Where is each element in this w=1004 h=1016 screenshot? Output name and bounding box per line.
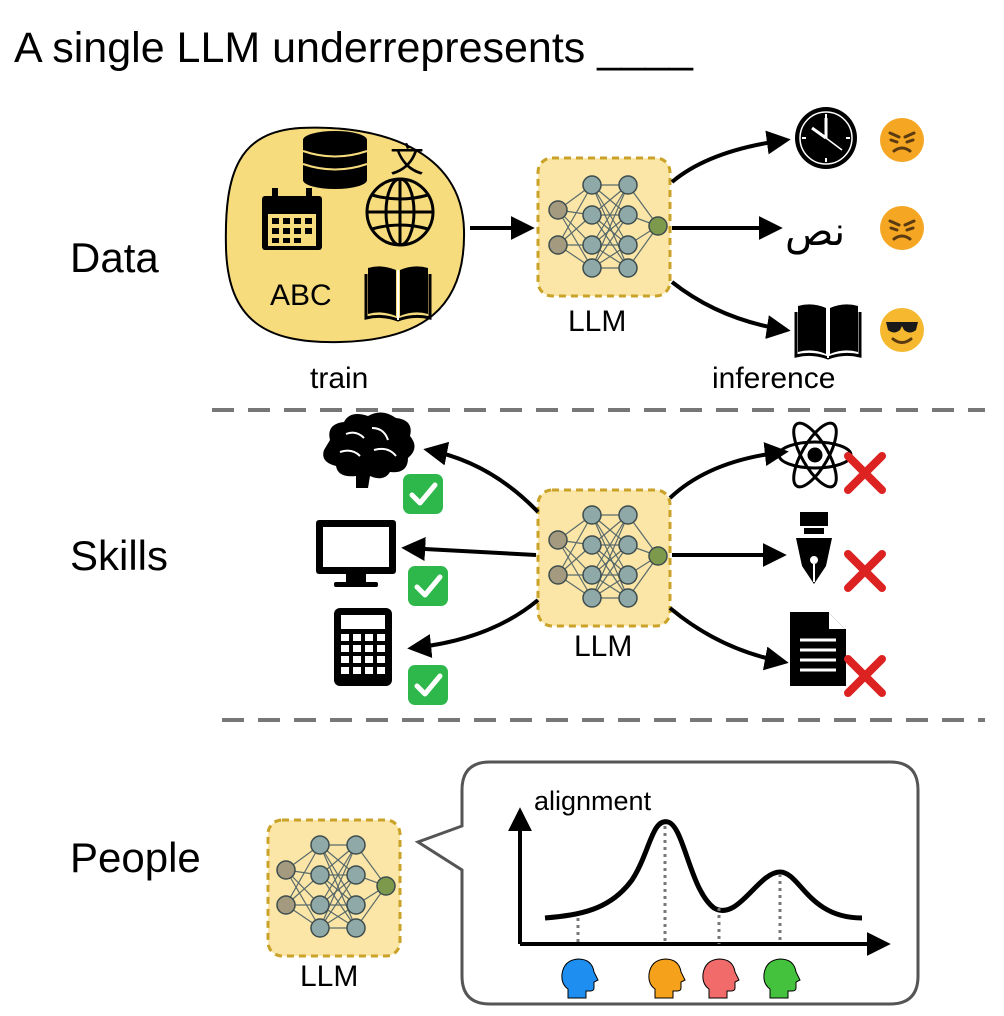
angry-face-icon [878,204,926,252]
cross-icon [848,456,882,490]
llm-model-skills [536,488,672,628]
cross-icon [848,659,882,693]
fountain-pen-icon [796,512,832,584]
llm-label-data: LLM [568,305,626,338]
section-label-people: People [70,834,201,881]
sunglasses-face-icon [878,306,926,354]
llm-model-people [266,818,402,958]
document-icon [790,612,846,686]
arabic-text: نص [785,210,845,255]
section-label-skills: Skills [70,532,168,579]
llm-label-people: LLM [300,960,358,993]
calculator-icon [334,608,392,686]
skill-arrow-atom [668,442,789,500]
alignment-curve [544,819,863,921]
svg-text:文: 文 [390,142,424,180]
llm-label-skills: LLM [574,630,632,663]
angry-face-icon [878,116,926,164]
book-icon [364,264,432,322]
inference-arrow-time [670,130,791,184]
translate-icon: 文 [390,142,424,180]
brain-icon [323,412,415,488]
skill-arrow-monitor [401,537,537,562]
database-icon [302,131,368,189]
train-label: train [310,362,368,395]
calendar-icon [262,188,322,250]
clock-icon [795,107,857,169]
inference-arrow-book [670,280,791,339]
chart-guides [576,826,782,944]
globe-icon [365,177,435,247]
section-label-data: Data [70,234,159,281]
chart-ylabel: alignment [534,786,652,816]
check-icon [408,665,448,705]
figure-title: A single LLM underrepresents ____ [14,24,694,72]
skill-arrow-document [668,606,789,671]
monitor-icon [316,520,396,587]
atom-icon [777,421,853,489]
check-icon [408,566,448,606]
check-icon [403,474,443,514]
skill-arrow-brain [423,441,540,514]
llm-model-data [536,156,672,298]
abc-text: ABC [270,279,332,312]
cross-icon [848,554,882,588]
book-icon-output [794,302,862,360]
skill-arrow-calculator [407,598,540,658]
inference-label: inference [712,362,835,395]
